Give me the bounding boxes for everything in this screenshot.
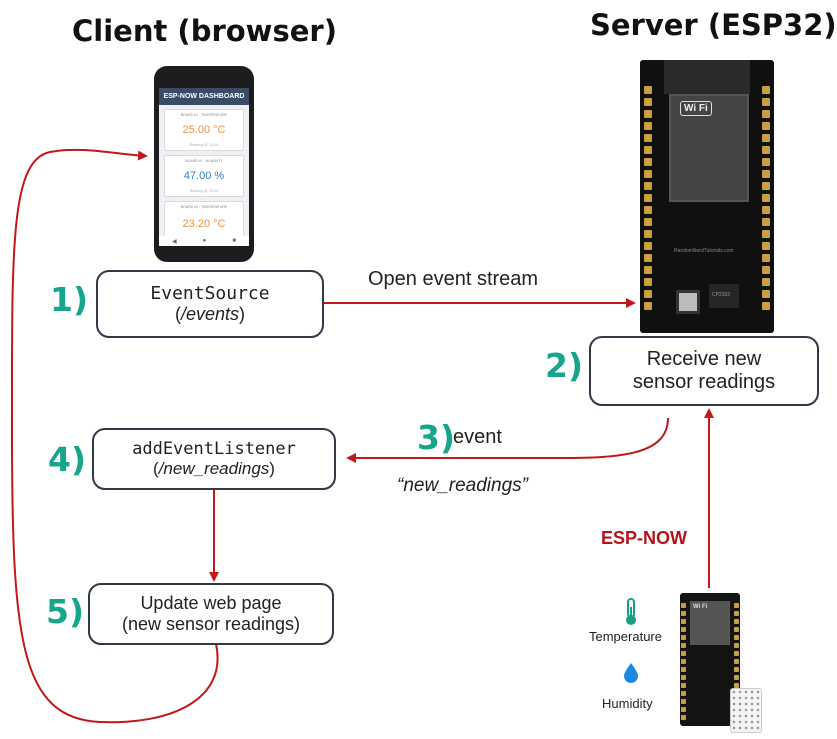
addeventlistener-path: (/new_readings) <box>153 459 275 478</box>
water-drop-icon <box>624 663 638 683</box>
event-name-label: “new_readings” <box>397 475 528 496</box>
card-value: 25.00 °C <box>182 124 226 136</box>
step-4-number: 4) <box>48 440 87 479</box>
dashboard-title: ESP-NOW DASHBOARD <box>159 88 249 105</box>
card-value: 47.00 % <box>183 170 225 182</box>
event-label: event <box>453 426 502 448</box>
board-antenna <box>664 60 750 94</box>
event-arrow <box>346 417 669 463</box>
board-shield: Wi Fi <box>669 94 749 202</box>
step-2-number: 2) <box>545 346 584 385</box>
sender-board: Wi Fi <box>680 593 740 726</box>
card-footer: Reading ID: 21/10 <box>189 189 219 193</box>
espnow-label: ESP-NOW <box>601 528 688 548</box>
board-button <box>676 290 700 314</box>
eventsource-box: EventSource (/events) <box>96 270 324 338</box>
phone-nav-bar: ◀ ● ■ <box>159 236 249 246</box>
loop-back-arrow <box>10 148 219 724</box>
step-3-number: 3) <box>417 418 456 457</box>
card-header: BOARD #1 - TEMPERATURE <box>180 113 228 117</box>
receive-line2: sensor readings <box>632 371 776 393</box>
eventsource-path: (/events) <box>174 304 246 324</box>
sender-left-pins <box>681 603 686 720</box>
recents-icon: ■ <box>232 238 236 244</box>
open-stream-label: Open event stream <box>368 268 539 290</box>
dht-sensor <box>730 688 762 733</box>
card-header: BOARD #1 - HUMIDITY <box>185 159 223 163</box>
home-icon: ● <box>202 238 207 244</box>
card-footer: Reading ID: 21/10 <box>189 143 219 147</box>
thermometer-icon <box>626 598 636 625</box>
back-icon: ◀ <box>172 238 177 245</box>
card-header: BOARD #2 - TEMPERATURE <box>180 205 228 209</box>
step-1-number: 1) <box>50 280 89 319</box>
card-value: 23.20 °C <box>182 218 226 230</box>
reading-card: BOARD #1 - TEMPERATURE 25.00 °C Reading … <box>164 109 244 151</box>
eventsource-label: EventSource <box>150 283 270 304</box>
client-title: Client (browser) <box>72 14 337 48</box>
step-5-number: 5) <box>46 592 85 631</box>
temperature-label: Temperature <box>589 629 662 644</box>
sender-wifi-badge: Wi Fi <box>693 604 708 610</box>
right-pin-header <box>762 86 770 310</box>
update-line1: Update web page <box>140 593 282 613</box>
humidity-label: Humidity <box>602 696 653 711</box>
update-line2: (new sensor readings) <box>121 614 301 634</box>
left-pin-header <box>644 86 652 310</box>
wifi-badge: Wi Fi <box>680 101 712 116</box>
usb-chip: CP2102 <box>709 284 739 308</box>
addeventlistener-label: addEventListener <box>132 439 296 459</box>
server-title: Server (ESP32) <box>590 8 837 42</box>
receive-readings-box: Receive new sensor readings <box>589 336 819 406</box>
esp32-board: Wi Fi RandomNerdTutorials.com CP2102 <box>640 60 774 333</box>
smartphone: ESP-NOW DASHBOARD BOARD #1 - TEMPERATURE… <box>154 66 254 262</box>
sender-shield: Wi Fi <box>690 601 730 645</box>
reading-card: BOARD #1 - HUMIDITY 47.00 % Reading ID: … <box>164 155 244 197</box>
update-page-box: Update web page (new sensor readings) <box>88 583 334 645</box>
phone-screen: ESP-NOW DASHBOARD BOARD #1 - TEMPERATURE… <box>159 88 249 243</box>
receive-line1: Receive new <box>646 348 762 370</box>
chip-label: CP2102 <box>712 292 731 298</box>
board-silkscreen: RandomNerdTutorials.com <box>674 248 734 254</box>
addeventlistener-box: addEventListener (/new_readings) <box>92 428 336 490</box>
